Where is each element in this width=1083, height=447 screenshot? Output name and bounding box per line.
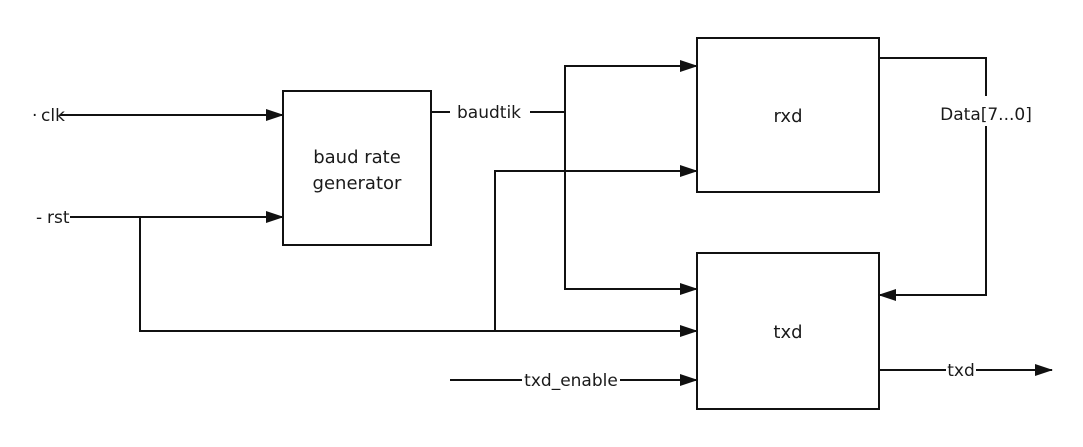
txd-block [696,252,880,410]
rst-to-rxd-wire [494,165,698,331]
rxd-block [696,37,880,193]
rst-label: rst [47,208,70,228]
clk-dot: · [32,106,37,126]
txd-block-label: txd [773,322,802,343]
data-bus-label: Data[7...0] [940,105,1032,125]
rst-to-txd-wire [139,217,698,337]
clk-label: clk [41,106,65,126]
baud-rate-label-line2: generator [313,173,402,194]
baudtik-to-txd-wire [564,112,698,295]
baud-rate-generator-block [282,90,432,246]
rxd-block-label: rxd [774,106,803,127]
txd-enable-label: txd_enable [524,371,618,391]
data-wire-top [879,57,987,96]
baudtik-label: baudtik [457,103,521,123]
baud-rate-label-line1: baud rate [313,147,401,168]
txd-output-label: txd [947,361,975,381]
data-wire-bottom [878,126,987,301]
rst-dash: - [36,208,42,228]
baudtik-to-rxd-wire [564,60,698,112]
